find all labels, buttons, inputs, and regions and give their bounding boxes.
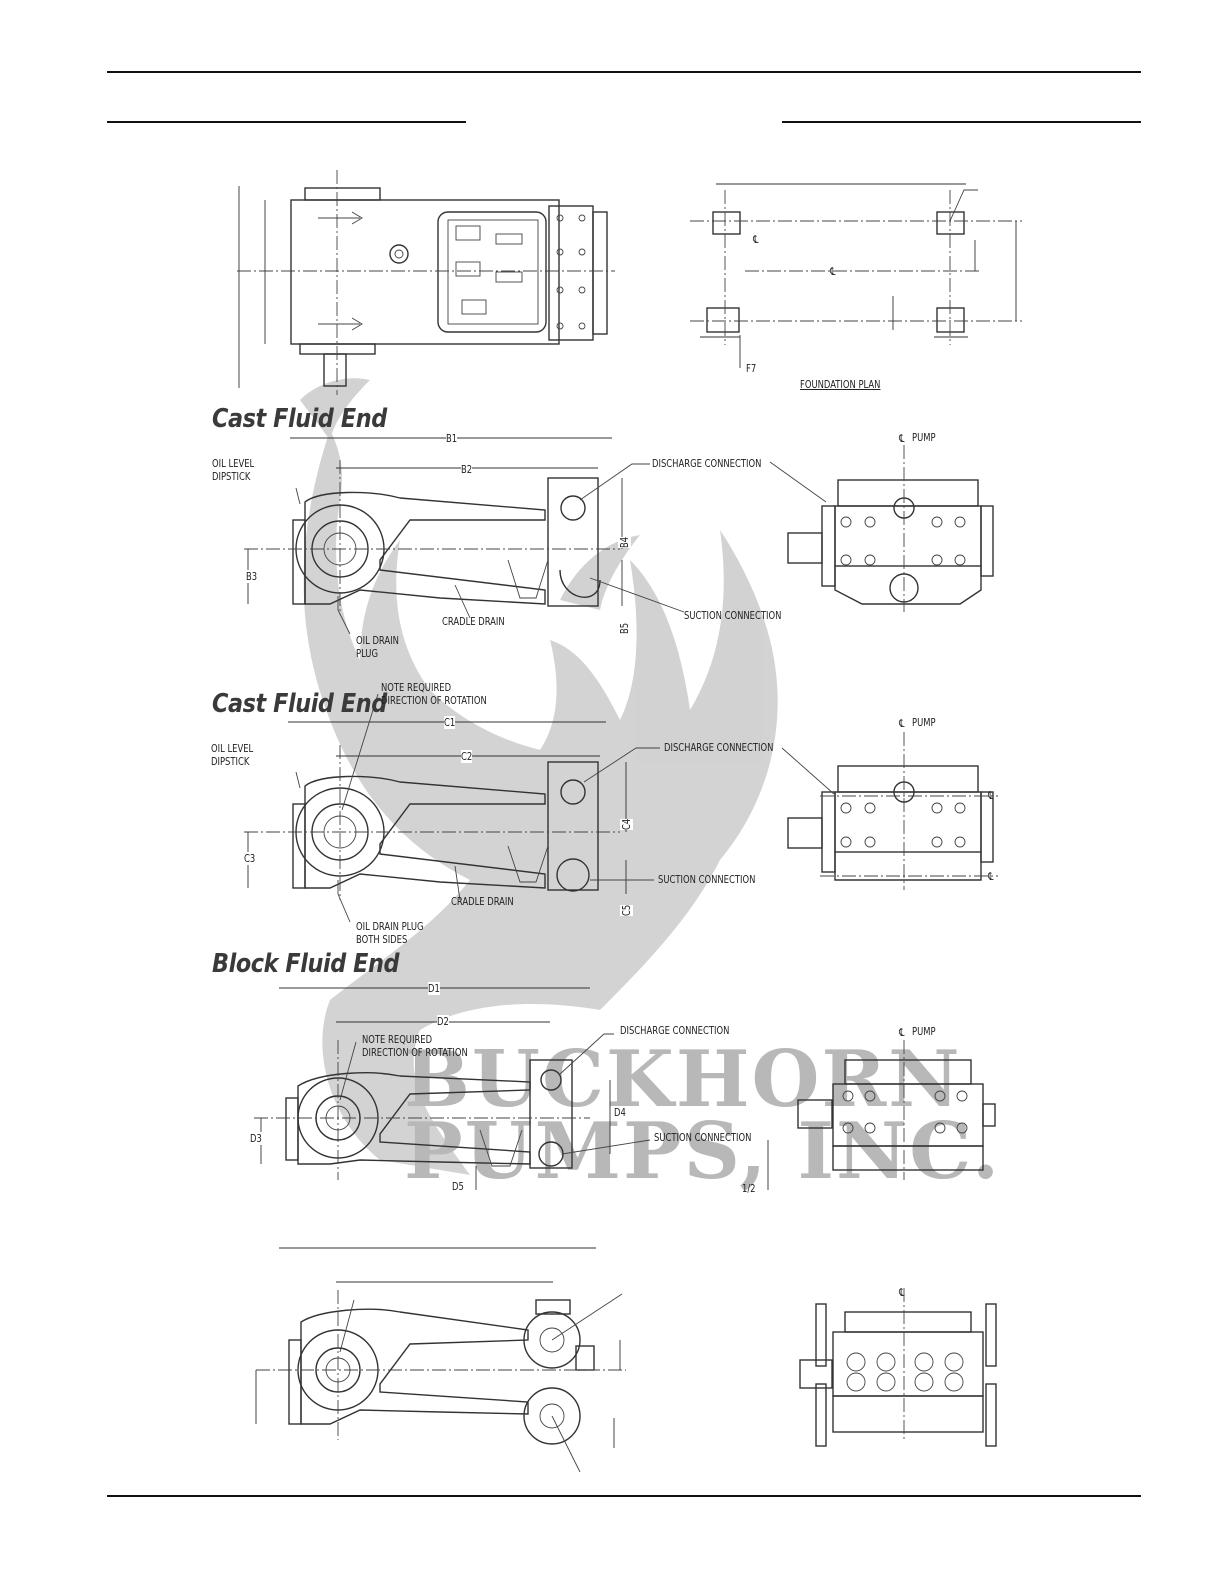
pump-label-3: PUMP [912, 1025, 936, 1038]
bottom-rule [107, 1495, 1141, 1497]
watermark-text-line2: PUMPS, INC. [404, 1106, 1002, 1197]
cl-symbol-side-1: ℄ [988, 789, 994, 802]
b5-label: B5 [618, 622, 631, 634]
discharge-connection-label-1: DISCHARGE CONNECTION [652, 457, 762, 470]
header-rule-left [107, 121, 466, 123]
b3-label: B3 [246, 570, 258, 583]
half-label: 1/2 [742, 1182, 756, 1195]
b1-label: B1 [446, 432, 458, 445]
note-rotation-label-2: NOTE REQUIRED DIRECTION OF ROTATION [362, 1033, 468, 1059]
oil-drain-plug-label: OIL DRAIN PLUG [356, 634, 399, 660]
header-rule-right [782, 121, 1141, 123]
foundation-plan-label: FOUNDATION PLAN [800, 378, 881, 391]
block-fluid-end-side [254, 987, 651, 1190]
c2-label: C2 [461, 750, 473, 763]
c3-label: C3 [244, 852, 256, 865]
c4-label: C4 [620, 818, 633, 830]
suction-connection-label-3: SUCTION CONNECTION [654, 1131, 752, 1144]
block-fluid-end-title: Block Fluid End [212, 949, 400, 979]
f7-label: F7 [746, 362, 757, 375]
block-fluid-end-front [767, 1040, 996, 1190]
oil-drain-plug-both-label: OIL DRAIN PLUG BOTH SIDES [356, 920, 424, 946]
oil-level-dipstick-label-2: OIL LEVEL DIPSTICK [211, 742, 254, 768]
top-plan-view [237, 170, 615, 395]
pump-label-1: PUMP [912, 431, 936, 444]
d4-label: D4 [614, 1106, 626, 1119]
cl-symbol-side-2: ℄ [988, 870, 994, 883]
cast-fluid-end-1-side [244, 437, 685, 635]
cl-symbol-pump-3: ℄ [899, 1026, 905, 1039]
cl-symbol-pump-1: ℄ [899, 432, 905, 445]
d2-label: D2 [437, 1015, 449, 1028]
cl-symbol-pump-2: ℄ [899, 717, 905, 730]
suction-connection-label-1: SUCTION CONNECTION [684, 609, 782, 622]
watermark-text-line1: BUCKHORN [404, 1034, 962, 1125]
b4-label: B4 [618, 536, 631, 548]
flanged-fluid-end-side [255, 1247, 626, 1473]
cast-fluid-end-2-front [781, 732, 998, 890]
cradle-drain-label-1: CRADLE DRAIN [442, 615, 505, 628]
suction-connection-label-2: SUCTION CONNECTION [658, 873, 756, 886]
top-rule [107, 71, 1141, 73]
cradle-drain-label-2: CRADLE DRAIN [451, 895, 514, 908]
d5-label: D5 [452, 1180, 464, 1193]
oil-level-dipstick-label-1: OIL LEVEL DIPSTICK [212, 457, 255, 483]
cl-symbol-foundation-1: ℄ [753, 233, 759, 246]
discharge-connection-label-3: DISCHARGE CONNECTION [620, 1024, 730, 1037]
pump-label-2: PUMP [912, 716, 936, 729]
discharge-connection-label-2: DISCHARGE CONNECTION [664, 741, 774, 754]
cast-fluid-end-title-1: Cast Fluid End [212, 404, 387, 434]
b2-label: B2 [461, 463, 473, 476]
cast-fluid-end-1-front [769, 445, 994, 612]
flanged-fluid-end-front [799, 1288, 997, 1447]
cl-symbol-foundation-2: ℄ [830, 265, 836, 278]
note-rotation-label-1: NOTE REQUIRED DIRECTION OF ROTATION [381, 681, 487, 707]
c5-label: C5 [620, 904, 633, 916]
d1-label: D1 [428, 982, 440, 995]
c1-label: C1 [444, 716, 456, 729]
foundation-plan [690, 183, 1022, 368]
d3-label: D3 [250, 1132, 262, 1145]
cl-symbol-bottom: ℄ [899, 1286, 905, 1299]
cast-fluid-end-title-2: Cast Fluid End [212, 689, 387, 719]
